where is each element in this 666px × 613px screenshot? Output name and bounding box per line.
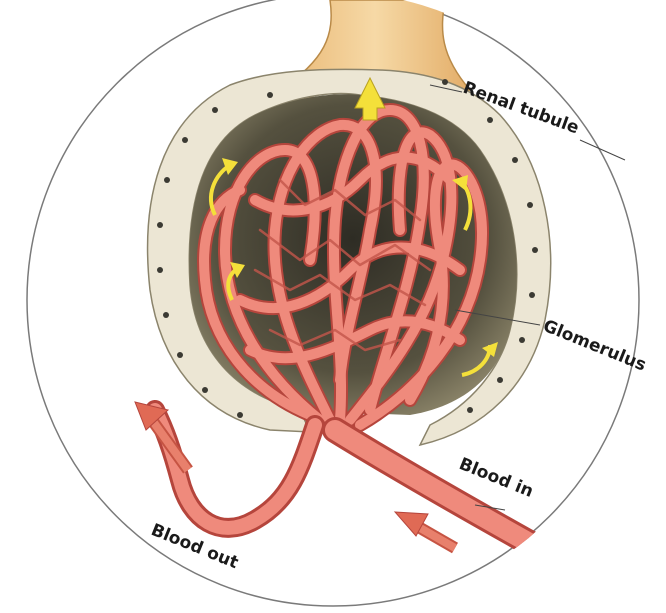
glomerulus-diagram: Renal tubule Glomerulus Blood in Blood o… bbox=[0, 0, 666, 613]
